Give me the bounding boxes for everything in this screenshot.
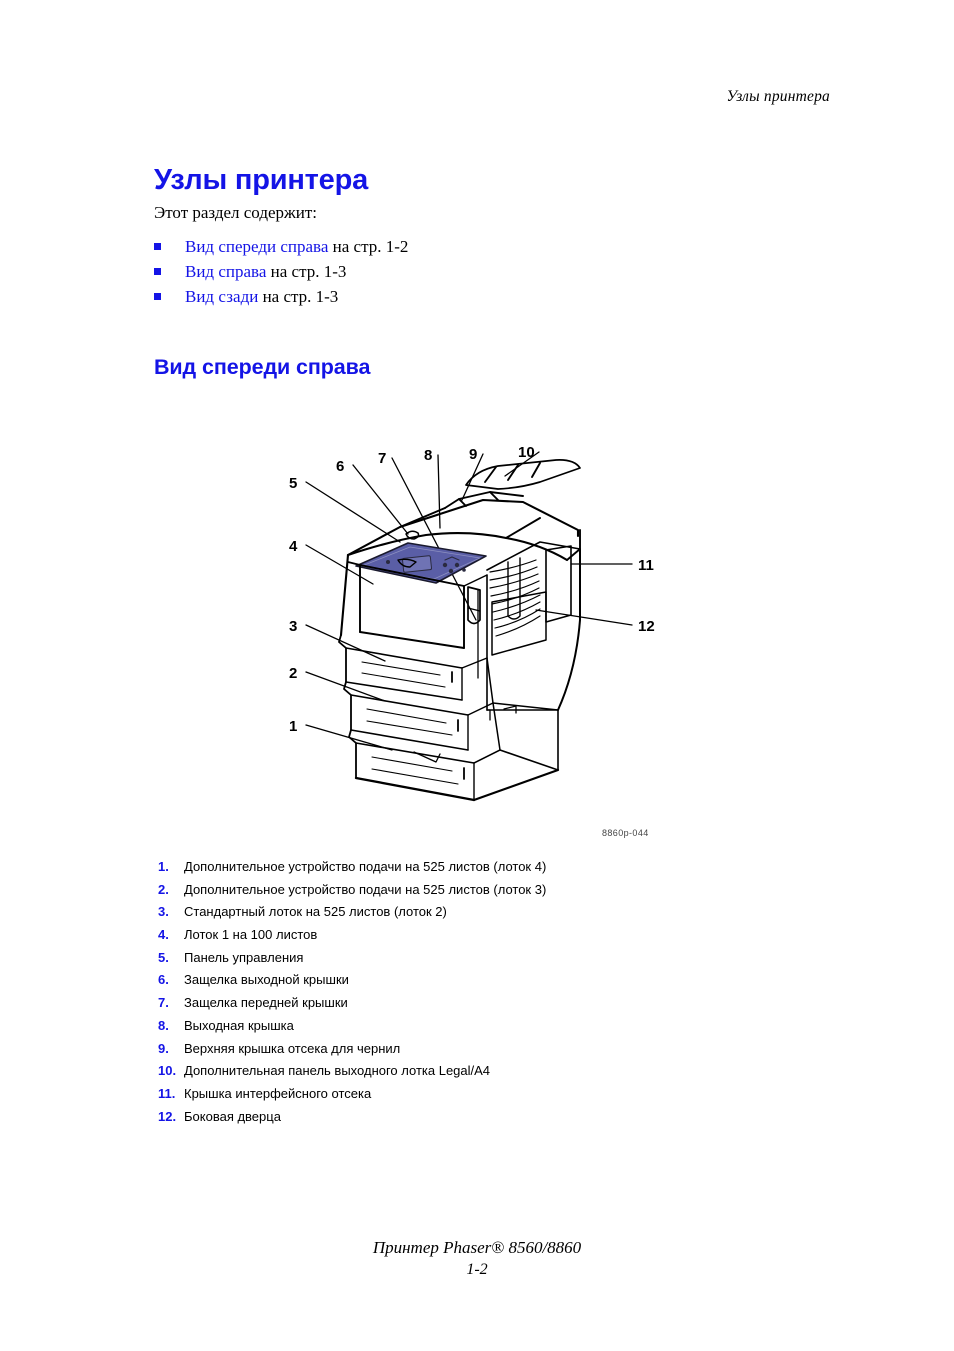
legend-number: 9. xyxy=(158,1040,169,1056)
legend-item: 5. Панель управления xyxy=(158,947,758,970)
toc-page-ref: на стр. 1-3 xyxy=(266,262,347,281)
section-heading: Вид спереди справа xyxy=(154,354,371,379)
legend-label: Верхняя крышка отсека для чернил xyxy=(184,1040,401,1056)
legend-label: Дополнительное устройство подачи на 525 … xyxy=(184,881,547,897)
legend-label: Боковая дверца xyxy=(184,1108,281,1124)
callout-4: 4 xyxy=(289,538,298,555)
toc-page-ref: на стр. 1-2 xyxy=(328,237,409,256)
legend-number: 7. xyxy=(158,995,169,1011)
callout-6: 6 xyxy=(336,458,344,475)
toc-entry: Вид спереди справа на стр. 1-2 xyxy=(185,234,408,259)
list-item[interactable]: Вид справа на стр. 1-3 xyxy=(154,259,674,284)
printer-diagram: 1 2 3 4 5 6 7 8 9 10 11 12 8860p-044 xyxy=(240,410,740,860)
legend-label: Лоток 1 на 100 листов xyxy=(184,927,318,943)
legend-item: 12. Боковая дверца xyxy=(158,1106,758,1129)
legend-number: 3. xyxy=(158,904,169,920)
legend-label: Дополнительное устройство подачи на 525 … xyxy=(184,859,547,874)
page-footer: Принтер Phaser® 8560/8860 1-2 xyxy=(0,1238,954,1279)
figure-legend-list: 1. Дополнительное устройство подачи на 5… xyxy=(158,856,758,1128)
legend-number: 12. xyxy=(158,1108,177,1124)
legend-item: 3. Стандартный лоток на 525 листов (лото… xyxy=(158,901,758,924)
legend-item: 1. Дополнительное устройство подачи на 5… xyxy=(158,856,758,879)
legend-label: Защелка выходной крышки xyxy=(184,972,349,988)
legend-item: 10. Дополнительная панель выходного лотк… xyxy=(158,1060,758,1083)
legend-number: 11. xyxy=(158,1085,176,1101)
legend-number: 2. xyxy=(158,881,169,897)
legend-item: 9. Верхняя крышка отсека для чернил xyxy=(158,1038,758,1061)
legend-item: 2. Дополнительное устройство подачи на 5… xyxy=(158,879,758,902)
list-item[interactable]: Вид спереди справа на стр. 1-2 xyxy=(154,234,674,259)
figure-id-label: 8860p-044 xyxy=(602,828,649,838)
legend-item: 6. Защелка выходной крышки xyxy=(158,969,758,992)
legend-number: 5. xyxy=(158,949,169,965)
callout-7: 7 xyxy=(378,450,386,467)
intro-text: Этот раздел содержит: xyxy=(154,203,318,222)
printer-illustration-svg: 1 2 3 4 5 6 7 8 9 10 11 12 xyxy=(289,444,655,802)
toc-link[interactable]: Вид сзади xyxy=(185,287,259,306)
legend-label: Панель управления xyxy=(184,949,304,965)
callout-12: 12 xyxy=(638,618,655,635)
running-header: Узлы принтера xyxy=(726,88,830,105)
square-bullet-icon xyxy=(154,243,161,250)
legend-number: 1. xyxy=(158,859,169,874)
legend-number: 10. xyxy=(158,1063,177,1079)
legend-item: 11. Крышка интерфейсного отсека xyxy=(158,1083,758,1106)
legend-label: Выходная крышка xyxy=(184,1017,294,1033)
toc-link[interactable]: Вид спереди справа xyxy=(185,237,329,256)
square-bullet-icon xyxy=(154,293,161,300)
legend-item: 7. Защелка передней крышки xyxy=(158,992,758,1015)
legend-label: Дополнительная панель выходного лотка Le… xyxy=(184,1063,491,1079)
callout-9: 9 xyxy=(469,446,477,463)
callout-8: 8 xyxy=(424,447,432,464)
legend-label: Защелка передней крышки xyxy=(184,995,348,1011)
toc-entry: Вид сзади на стр. 1-3 xyxy=(185,284,338,309)
legend-label: Крышка интерфейсного отсека xyxy=(184,1085,372,1101)
footer-product-title: Принтер Phaser® 8560/8860 xyxy=(372,1238,582,1257)
list-item[interactable]: Вид сзади на стр. 1-3 xyxy=(154,284,674,309)
legend-item: 4. Лоток 1 на 100 листов xyxy=(158,924,758,947)
callout-3: 3 xyxy=(289,618,297,635)
legend-label: Стандартный лоток на 525 листов (лоток 2… xyxy=(184,904,447,920)
legend-number: 8. xyxy=(158,1017,169,1033)
callout-2: 2 xyxy=(289,665,297,682)
footer-page-number: 1-2 xyxy=(466,1261,488,1278)
callout-11: 11 xyxy=(638,557,654,574)
callout-10: 10 xyxy=(518,444,535,461)
toc-page-ref: на стр. 1-3 xyxy=(258,287,339,306)
callout-1: 1 xyxy=(289,718,297,735)
toc-entry: Вид справа на стр. 1-3 xyxy=(185,259,346,284)
toc-list: Вид спереди справа на стр. 1-2 Вид справ… xyxy=(154,234,674,309)
legend-number: 4. xyxy=(158,927,169,943)
page-title: Узлы принтера xyxy=(154,164,369,197)
square-bullet-icon xyxy=(154,268,161,275)
legend-item: 8. Выходная крышка xyxy=(158,1015,758,1038)
callout-5: 5 xyxy=(289,475,297,492)
toc-link[interactable]: Вид справа xyxy=(185,262,267,281)
legend-number: 6. xyxy=(158,972,169,988)
